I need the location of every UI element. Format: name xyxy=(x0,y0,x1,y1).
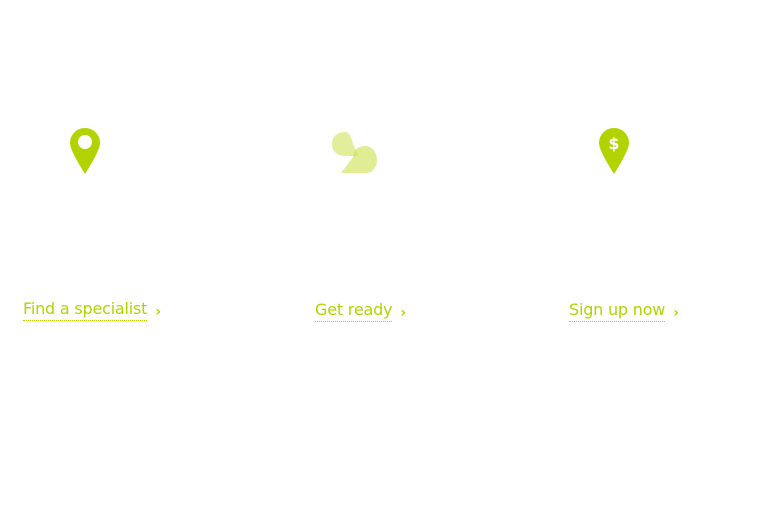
dollar-pin-icon: $ xyxy=(599,128,629,178)
get-ready-link[interactable]: Get ready › xyxy=(315,300,406,322)
chevron-right-icon: › xyxy=(155,304,162,320)
map-pin-icon xyxy=(70,128,100,178)
svg-text:$: $ xyxy=(608,134,619,153)
chevron-right-icon: › xyxy=(400,305,407,321)
find-specialist-label: Find a specialist xyxy=(23,299,147,321)
sign-up-now-link[interactable]: Sign up now › xyxy=(569,300,679,322)
chat-bubbles-icon xyxy=(331,132,379,178)
chevron-right-icon: › xyxy=(673,305,679,321)
get-ready-label: Get ready xyxy=(315,300,393,322)
find-specialist-link[interactable]: Find a specialist › xyxy=(23,299,161,321)
sign-up-now-label: Sign up now xyxy=(569,300,665,322)
